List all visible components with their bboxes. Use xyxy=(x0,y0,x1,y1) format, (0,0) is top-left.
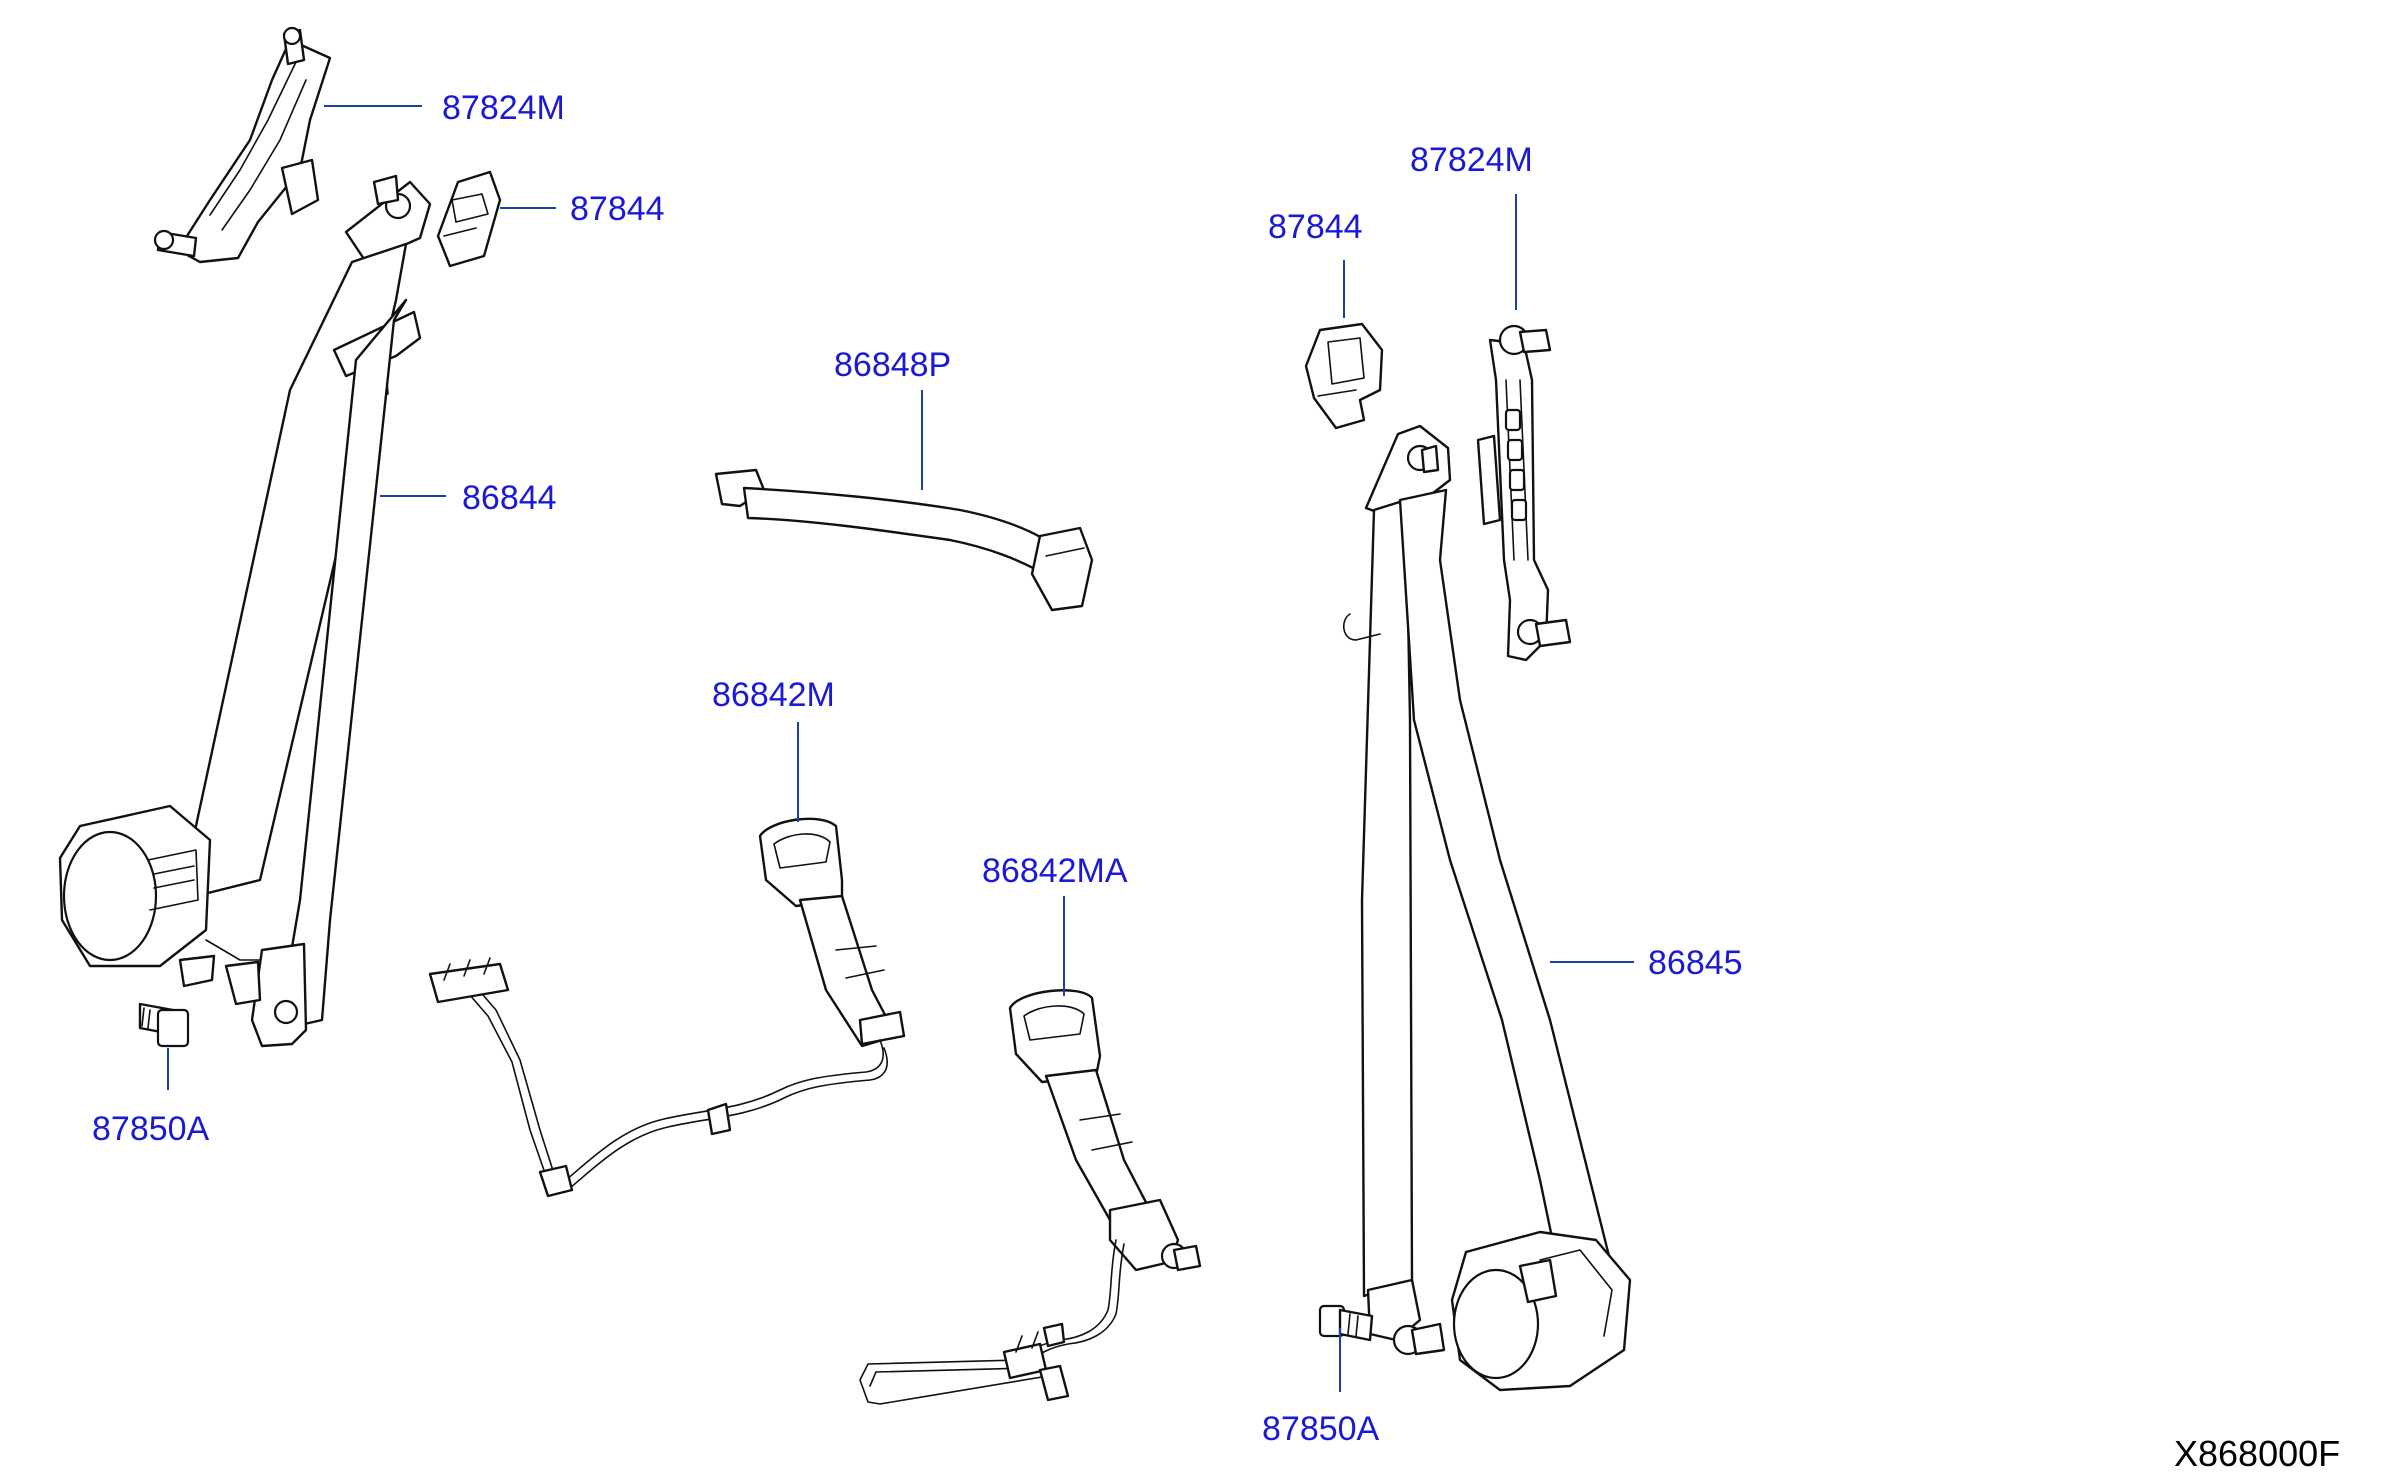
part-label-86844: 86844 xyxy=(462,479,557,517)
trim-cover-left-drawing xyxy=(436,170,502,268)
part-label-87824m-right: 87824M xyxy=(1410,141,1533,179)
part-label-86842m: 86842M xyxy=(712,676,835,714)
bolt-right-drawing xyxy=(1318,1304,1374,1342)
part-label-86848p: 86848P xyxy=(834,346,951,384)
part-label-86845: 86845 xyxy=(1648,944,1743,982)
bolt-left-drawing xyxy=(138,1002,190,1048)
part-label-87850a-left: 87850A xyxy=(92,1110,210,1148)
belt-extender-drawing xyxy=(714,468,1094,612)
part-label-87844-left: 87844 xyxy=(570,190,665,228)
buckle-with-wire-drawing xyxy=(428,817,906,1198)
diagram-code: X868000F xyxy=(2174,1433,2340,1474)
trim-cover-right-drawing xyxy=(1304,322,1384,430)
front-seat-belt-left-drawing xyxy=(58,174,432,1048)
part-label-87850a-right: 87850A xyxy=(1262,1410,1380,1448)
rear-seat-belt-right-drawing xyxy=(1343,424,1632,1392)
part-label-86842ma: 86842MA xyxy=(982,852,1128,890)
buckle-with-wire-lower-drawing xyxy=(859,989,1202,1405)
part-label-87844-right: 87844 xyxy=(1268,208,1363,246)
height-adjuster-right-drawing xyxy=(1476,324,1572,662)
part-label-87824m-left: 87824M xyxy=(442,89,565,127)
height-adjuster-left-drawing xyxy=(153,26,332,264)
